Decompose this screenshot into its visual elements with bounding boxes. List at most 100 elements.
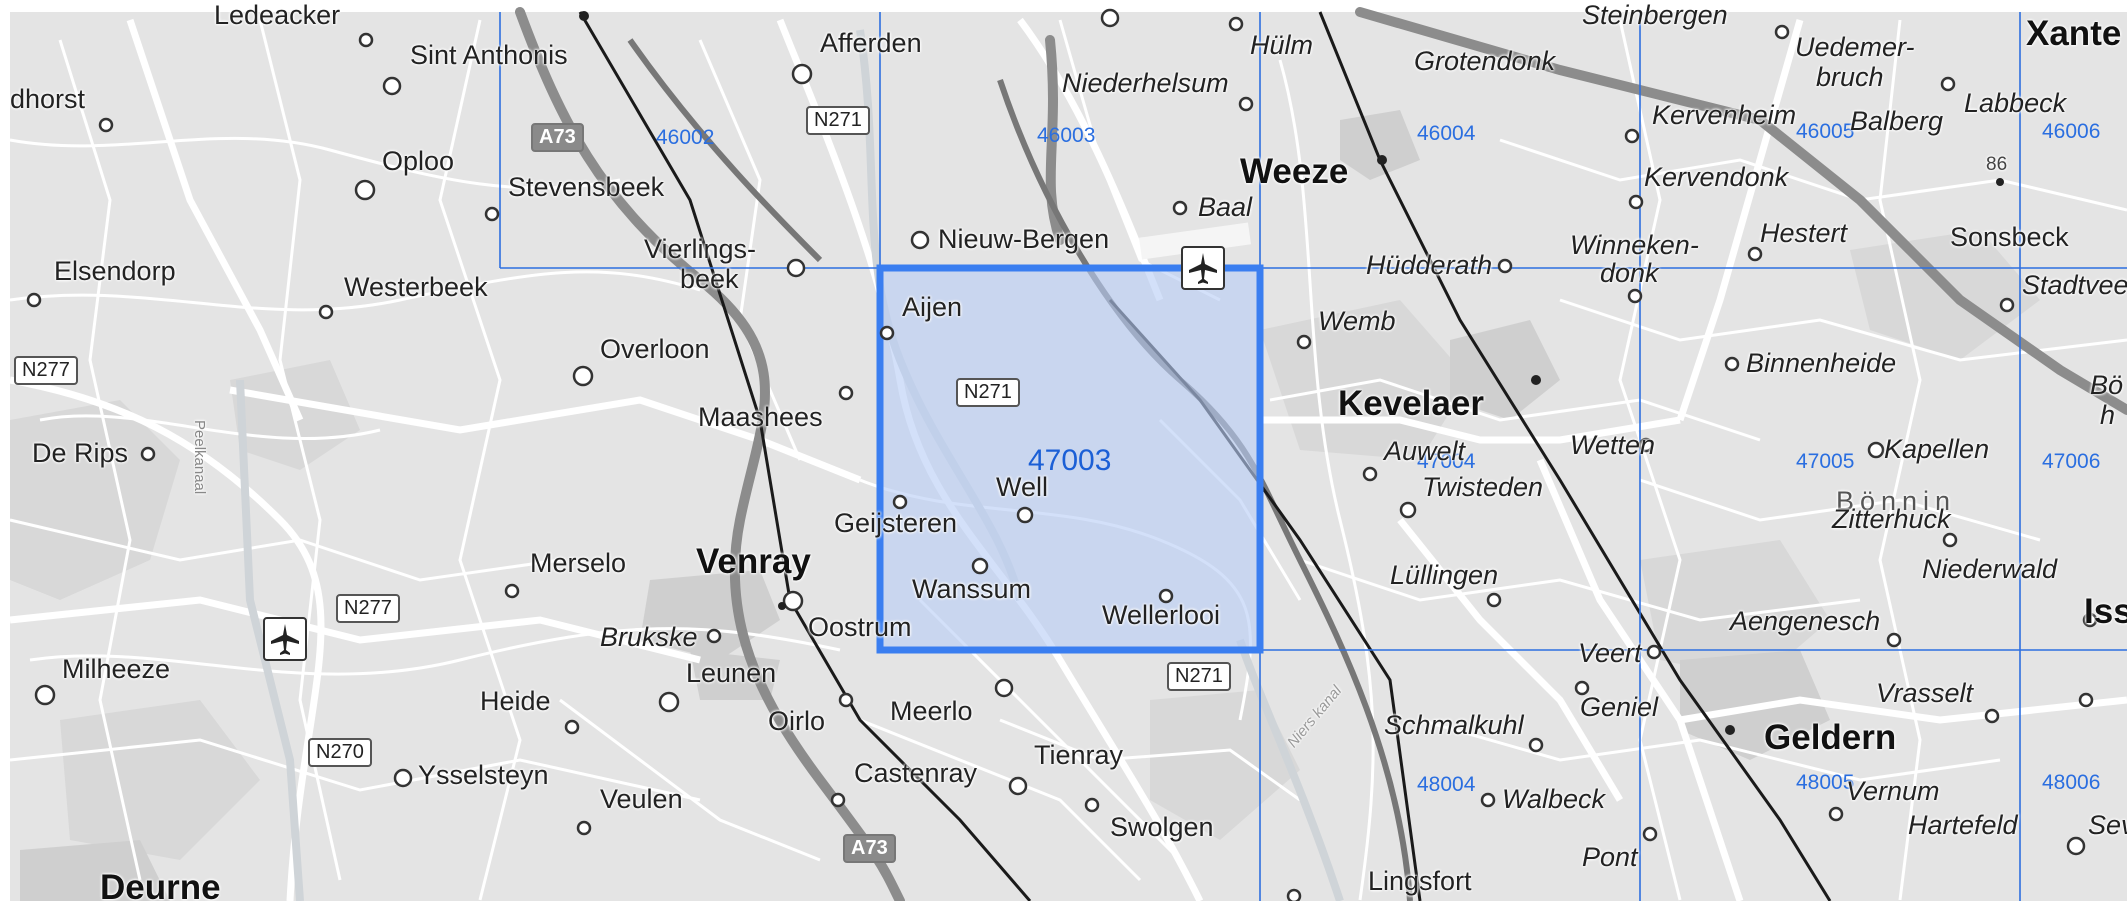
place-label[interactable]: Westerbeek bbox=[344, 272, 488, 302]
place-label[interactable]: Kevelaer bbox=[1338, 384, 1484, 423]
place-label[interactable]: Uedemer- bbox=[1795, 32, 1915, 62]
place-label[interactable]: Stadtvee bbox=[2022, 270, 2127, 300]
place-label[interactable]: Twisteden bbox=[1422, 472, 1544, 502]
place-label[interactable]: Tienray bbox=[1034, 740, 1124, 770]
place-label[interactable]: Sint Anthonis bbox=[410, 40, 568, 70]
place-label[interactable]: Labbeck bbox=[1964, 88, 2067, 118]
place-label[interactable]: Steinbergen bbox=[1582, 0, 1728, 30]
place-label[interactable]: Kervenheim bbox=[1652, 100, 1797, 130]
place-label[interactable]: Hüdderath bbox=[1366, 250, 1493, 280]
place-label[interactable]: Vierlings- bbox=[644, 234, 757, 264]
place-label[interactable]: Weeze bbox=[1240, 152, 1349, 191]
place-label[interactable]: Merselo bbox=[530, 548, 627, 578]
place-label[interactable]: Xante bbox=[2026, 14, 2122, 53]
place-label[interactable]: Elsendorp bbox=[54, 256, 176, 286]
place-label[interactable]: Binnenheide bbox=[1746, 348, 1897, 378]
place-label[interactable]: Hartefeld bbox=[1908, 810, 2018, 840]
place-markers bbox=[26, 8, 2098, 901]
place-label[interactable]: Ysselsteyn bbox=[418, 760, 549, 790]
grid-cell-label-selected[interactable]: 47003 bbox=[1028, 444, 1112, 477]
grid-cell-label[interactable]: 46003 bbox=[1037, 124, 1096, 147]
place-label[interactable]: Castenray bbox=[854, 758, 978, 788]
airport-icon[interactable] bbox=[1181, 246, 1225, 290]
grid-cell-label[interactable]: 46002 bbox=[656, 126, 715, 149]
place-label[interactable]: Hülm bbox=[1250, 30, 1314, 60]
grid-cell-label[interactable]: 46005 bbox=[1796, 120, 1855, 143]
place-label[interactable]: Kapellen bbox=[1884, 434, 1990, 464]
place-label[interactable]: Lingsfort bbox=[1368, 866, 1472, 896]
place-label[interactable]: Maashees bbox=[698, 402, 823, 432]
airport-icon[interactable] bbox=[263, 617, 307, 661]
road-shield: A73 bbox=[843, 834, 896, 863]
place-label[interactable]: dhorst bbox=[10, 84, 86, 114]
place-label[interactable]: Nieuw-Bergen bbox=[938, 224, 1110, 254]
place-label[interactable]: Veulen bbox=[600, 784, 683, 814]
place-label[interactable]: Oostrum bbox=[808, 612, 912, 642]
place-label[interactable]: Swolgen bbox=[1110, 812, 1214, 842]
place-label[interactable]: Balberg bbox=[1850, 106, 1944, 136]
place-label[interactable]: Vernum bbox=[1846, 776, 1940, 806]
place-label[interactable]: Grotendonk bbox=[1414, 46, 1556, 76]
grid-cell-label[interactable]: 48004 bbox=[1417, 773, 1476, 796]
place-label[interactable]: Zitterhuck bbox=[1832, 504, 1951, 534]
place-label[interactable]: Aijen bbox=[902, 292, 963, 322]
place-label[interactable]: Afferden bbox=[820, 28, 922, 58]
place-label[interactable]: Lüllingen bbox=[1390, 560, 1499, 590]
place-label[interactable]: Overloon bbox=[600, 334, 710, 364]
place-label[interactable]: Brukske bbox=[600, 622, 698, 652]
place-label[interactable]: De Rips bbox=[32, 438, 129, 468]
place-label[interactable]: Walbeck bbox=[1502, 784, 1606, 814]
place-label[interactable]: Oploo bbox=[382, 146, 455, 176]
place-label[interactable]: Wetten bbox=[1570, 430, 1656, 460]
place-label[interactable]: Schmalkuhl bbox=[1384, 710, 1524, 740]
place-label[interactable]: Geniel bbox=[1580, 692, 1659, 722]
canal-label: Peelkanaal bbox=[191, 420, 208, 495]
road-shield: N271 bbox=[956, 378, 1020, 407]
place-label[interactable]: Geldern bbox=[1764, 718, 1897, 757]
place-label[interactable]: bruch bbox=[1816, 62, 1884, 92]
place-label[interactable]: Veert bbox=[1578, 638, 1642, 668]
place-label[interactable]: Baal bbox=[1198, 192, 1253, 222]
place-label[interactable]: Kervendonk bbox=[1644, 162, 1789, 192]
place-label[interactable]: Niederwald bbox=[1922, 554, 2058, 584]
road-shield: N270 bbox=[308, 738, 372, 767]
place-label[interactable]: Sonsbeck bbox=[1950, 222, 2069, 252]
place-label[interactable]: Wemb bbox=[1318, 306, 1396, 336]
grid-cell-label[interactable]: 48006 bbox=[2042, 771, 2101, 794]
grid-cell-label[interactable]: 48005 bbox=[1796, 771, 1855, 794]
place-label[interactable]: Bö bbox=[2090, 370, 2124, 400]
elevation-label: 86 bbox=[1986, 154, 2008, 175]
place-label[interactable]: Aengenesch bbox=[1730, 606, 1881, 636]
place-label[interactable]: Wellerlooi bbox=[1102, 600, 1221, 630]
place-label[interactable]: Heide bbox=[480, 686, 551, 716]
place-label[interactable]: beek bbox=[680, 264, 739, 294]
place-label[interactable]: Pont bbox=[1582, 842, 1638, 872]
place-label[interactable]: Vrasselt bbox=[1876, 678, 1974, 708]
place-label[interactable]: Milheeze bbox=[62, 654, 171, 684]
place-label[interactable]: Leunen bbox=[686, 658, 777, 688]
place-label[interactable]: Hestert bbox=[1760, 218, 1848, 248]
place-label[interactable]: Niederhelsum bbox=[1062, 68, 1229, 98]
place-label[interactable]: Ledeacker bbox=[214, 0, 341, 30]
grid-cell-label[interactable]: 46004 bbox=[1417, 122, 1476, 145]
place-label[interactable]: Venray bbox=[696, 542, 811, 581]
grid-cell-label[interactable]: 47005 bbox=[1796, 450, 1855, 473]
place-label[interactable]: donk bbox=[1600, 258, 1659, 288]
place-label[interactable]: Winneken- bbox=[1570, 230, 1699, 260]
place-label[interactable]: Bönnin bbox=[1836, 486, 1957, 516]
place-label[interactable]: Sev bbox=[2088, 810, 2127, 840]
place-label[interactable]: Stevensbeek bbox=[508, 172, 665, 202]
place-label[interactable]: Geijsteren bbox=[834, 508, 958, 538]
place-label[interactable]: Wanssum bbox=[912, 574, 1032, 604]
place-label[interactable]: h bbox=[2100, 400, 2116, 430]
place-label[interactable]: Auwelt bbox=[1384, 436, 1466, 466]
place-label[interactable]: Deurne bbox=[100, 868, 221, 907]
place-label[interactable]: Oirlo bbox=[768, 706, 826, 736]
grid-cell-label[interactable]: 47004 bbox=[1417, 450, 1476, 473]
grid-cell-label[interactable]: 47006 bbox=[2042, 450, 2101, 473]
place-label[interactable]: Well bbox=[996, 472, 1049, 502]
place-label[interactable]: Iss bbox=[2084, 592, 2127, 631]
grid-cell-label[interactable]: 46006 bbox=[2042, 120, 2101, 143]
place-label[interactable]: Meerlo bbox=[890, 696, 973, 726]
